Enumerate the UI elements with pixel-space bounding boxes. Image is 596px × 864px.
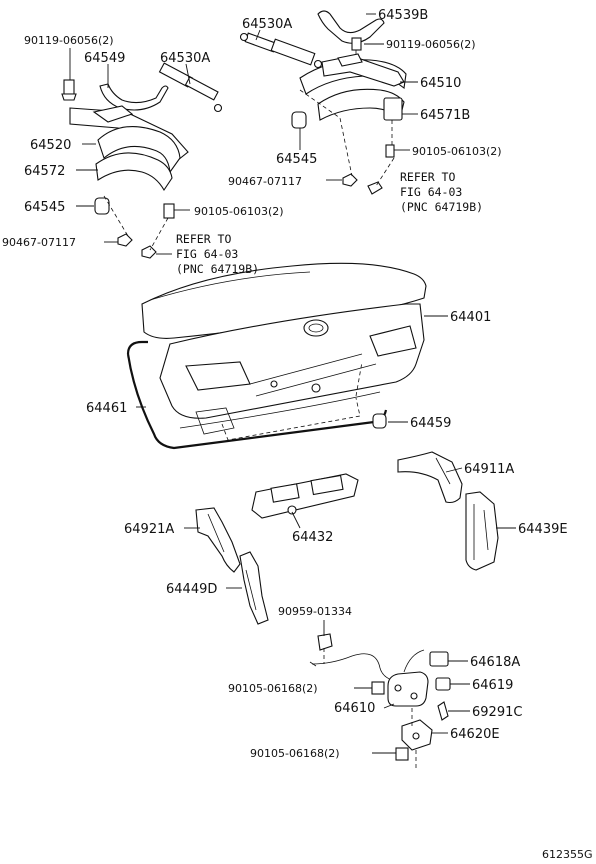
label-64572[interactable]: 64572: [24, 164, 65, 179]
label-69291C[interactable]: 69291C: [472, 705, 522, 720]
label-90105-06168-a[interactable]: 90105-06168(2): [228, 682, 318, 695]
label-90119-right[interactable]: 90119-06056(2): [386, 38, 476, 51]
label-refer-right-2[interactable]: FIG 64-03: [400, 185, 462, 199]
label-refer-right-1: REFER TO: [400, 170, 455, 184]
label-64510[interactable]: 64510: [420, 76, 461, 91]
label-64610[interactable]: 64610: [334, 701, 375, 716]
label-64520[interactable]: 64520: [30, 138, 71, 153]
hinge-assembly-right: [239, 10, 407, 195]
label-64618A[interactable]: 64618A: [470, 655, 520, 670]
label-64459[interactable]: 64459: [410, 416, 451, 431]
label-refer-left-1: REFER TO: [176, 232, 231, 246]
label-64439E[interactable]: 64439E: [518, 522, 568, 537]
label-64619[interactable]: 64619: [472, 678, 513, 693]
trunk-lid-panel: [141, 262, 427, 441]
label-64571B[interactable]: 64571B: [420, 108, 470, 123]
diagram-code: 612355G: [542, 848, 593, 861]
label-90467-left[interactable]: 90467-07117: [2, 236, 76, 249]
lock-assembly-64432: [251, 473, 359, 519]
hinge-assembly-left: [61, 62, 223, 259]
panel-64449D: [239, 551, 269, 625]
label-64461[interactable]: 64461: [86, 401, 127, 416]
panel-64911A: [397, 451, 463, 504]
label-64921A[interactable]: 64921A: [124, 522, 174, 537]
label-90105-06168-b[interactable]: 90105-06168(2): [250, 747, 340, 760]
label-64401[interactable]: 64401: [450, 310, 491, 325]
label-90119-left[interactable]: 90119-06056(2): [24, 34, 114, 47]
panel-64921A: [195, 507, 241, 573]
latch-cable-assembly: [309, 633, 451, 770]
label-64549[interactable]: 64549: [84, 51, 125, 66]
label-64911A[interactable]: 64911A: [464, 462, 514, 477]
label-64620E[interactable]: 64620E: [450, 727, 500, 742]
label-90105-left[interactable]: 90105-06103(2): [194, 205, 284, 218]
label-90959-01334[interactable]: 90959-01334: [278, 605, 352, 618]
label-64432[interactable]: 64432: [292, 530, 333, 545]
label-64449D[interactable]: 64449D: [166, 582, 217, 597]
label-90467-right[interactable]: 90467-07117: [228, 175, 302, 188]
label-64539B[interactable]: 64539B: [378, 8, 428, 23]
label-refer-left-3[interactable]: (PNC 64719B): [176, 262, 259, 276]
label-64530A-left[interactable]: 64530A: [160, 51, 210, 66]
label-64545-mid[interactable]: 64545: [276, 152, 317, 167]
part-labels: 64539B 64530A 90119-06056(2) 90119-06056…: [2, 8, 593, 861]
label-refer-right-3[interactable]: (PNC 64719B): [400, 200, 483, 214]
label-64545-left[interactable]: 64545: [24, 200, 65, 215]
panel-64439E: [465, 491, 499, 571]
label-90105-right[interactable]: 90105-06103(2): [412, 145, 502, 158]
leader-lines: [69, 13, 516, 754]
bump-stop-64459: [372, 413, 387, 429]
label-64530A-top[interactable]: 64530A: [242, 17, 292, 32]
label-refer-left-2[interactable]: FIG 64-03: [176, 247, 238, 261]
